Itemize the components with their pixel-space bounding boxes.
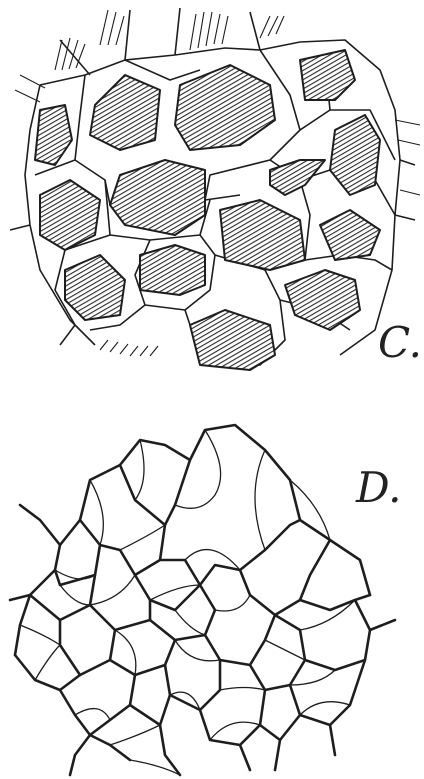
panel-label-d: D. bbox=[356, 467, 402, 509]
cell-body bbox=[330, 115, 380, 195]
cell-body bbox=[190, 310, 275, 370]
lattice-drawing-d bbox=[0, 385, 424, 779]
cell-body bbox=[40, 180, 100, 250]
lattice-walls bbox=[10, 425, 395, 775]
panel-label-c: C. bbox=[378, 322, 422, 364]
cell-body bbox=[320, 210, 380, 260]
cell-body bbox=[35, 105, 72, 165]
cell-body bbox=[140, 245, 205, 295]
cell-body bbox=[175, 65, 275, 150]
cell-body bbox=[90, 75, 160, 150]
cell-drawing-c bbox=[0, 0, 424, 385]
figure-panel-d: D. bbox=[0, 385, 424, 779]
cell-body bbox=[110, 160, 205, 235]
cell-body bbox=[300, 50, 355, 100]
figure-panel-c: C. bbox=[0, 0, 424, 385]
cell-body bbox=[65, 255, 125, 320]
cell-body bbox=[220, 200, 305, 270]
cell-body bbox=[285, 270, 360, 330]
